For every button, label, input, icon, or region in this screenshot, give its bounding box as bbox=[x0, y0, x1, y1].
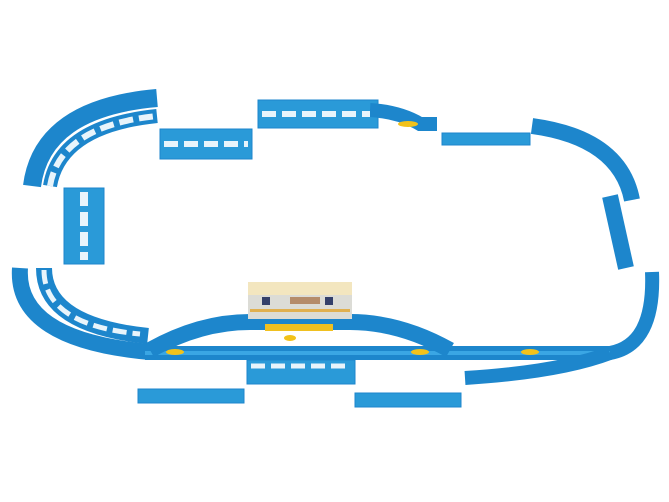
station-building bbox=[248, 282, 352, 331]
left-straight-track bbox=[63, 187, 105, 265]
station-platform bbox=[265, 324, 333, 331]
switch-lever-icon bbox=[284, 335, 296, 341]
switch-lever-icon bbox=[521, 349, 539, 355]
top-left-curve-track bbox=[23, 89, 158, 188]
right-straight-track bbox=[602, 194, 634, 270]
bottom-left-curve-track bbox=[11, 267, 151, 360]
switch-lever-icon bbox=[166, 349, 184, 355]
short-straight-track bbox=[441, 132, 531, 146]
bottom-ladder-track bbox=[246, 359, 356, 385]
switch-track-top bbox=[257, 99, 437, 131]
bottom-straight-track-left bbox=[137, 388, 245, 404]
bottom-straight-track-right bbox=[354, 392, 462, 408]
main-line-track bbox=[145, 271, 660, 385]
switch-lever-icon bbox=[398, 121, 418, 127]
switch-lever-icon bbox=[411, 349, 429, 355]
station-roof bbox=[248, 282, 352, 295]
straight-track-top-left bbox=[159, 128, 253, 160]
top-right-curve-track bbox=[530, 118, 640, 202]
